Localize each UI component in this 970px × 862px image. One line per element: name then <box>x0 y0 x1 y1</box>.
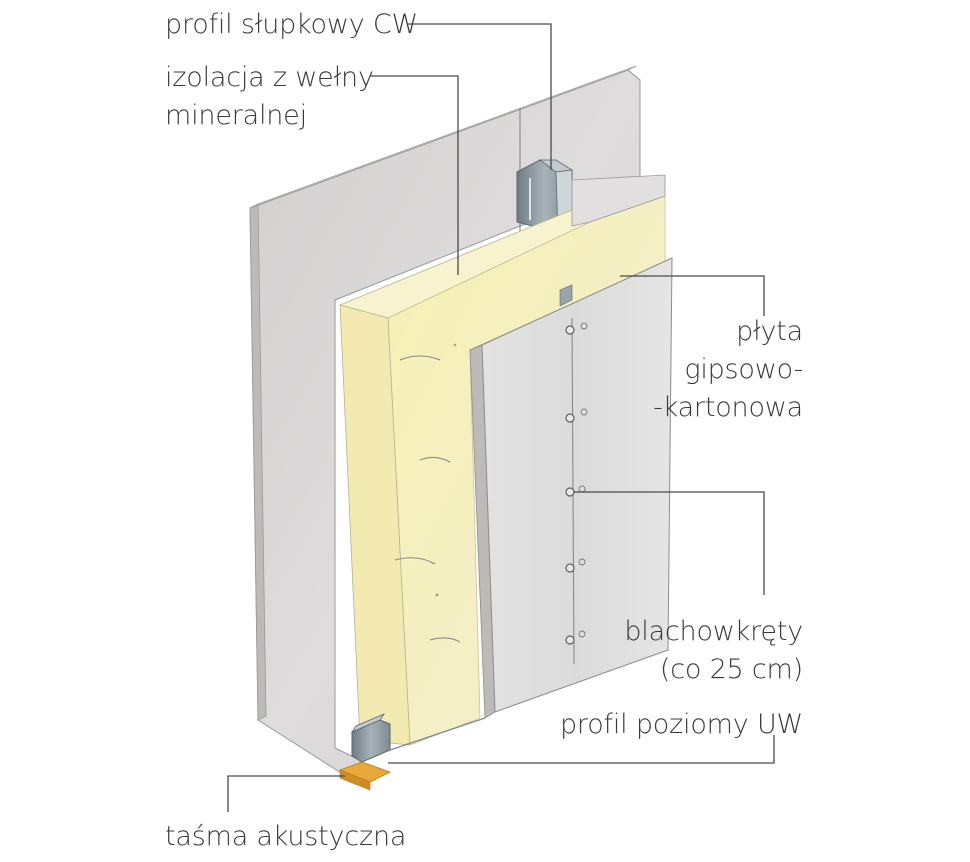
track-profile-uw <box>350 713 486 763</box>
stud-profile-lower <box>559 284 573 307</box>
label-track-profile: profil poziomy UW <box>560 709 803 740</box>
screw <box>565 408 588 423</box>
label-insulation-line2: mineralnej <box>165 100 307 131</box>
screw <box>565 630 586 645</box>
leader-board <box>620 275 765 316</box>
label-acoustic-tape: taśma akustyczna <box>165 821 406 852</box>
screw <box>565 322 588 335</box>
label-screws-line2: (co 25 cm) <box>660 654 803 685</box>
label-stud-profile: profil słupkowy CW <box>165 9 418 40</box>
labels: profil słupkowy CW izolacja z wełny mine… <box>165 9 803 852</box>
screws <box>565 322 588 645</box>
label-board-line2: gipsowo- <box>684 354 803 385</box>
acoustic-tape <box>338 761 392 791</box>
leader-lines <box>227 23 775 812</box>
leader-tape <box>227 775 345 812</box>
label-board-line3: -kartonowa <box>653 392 803 423</box>
leader-insulation <box>370 75 459 275</box>
leader-screws <box>574 491 765 595</box>
leader-track <box>388 735 775 764</box>
leader-stud-profile <box>408 23 552 170</box>
label-insulation-line1: izolacja z wełny <box>165 62 374 93</box>
upper-right-board <box>571 174 666 227</box>
label-screws-line1: blachowkręty <box>624 616 803 647</box>
label-board-line1: płyta <box>736 316 803 347</box>
screw <box>565 558 586 573</box>
back-gypsum-board <box>249 65 641 786</box>
